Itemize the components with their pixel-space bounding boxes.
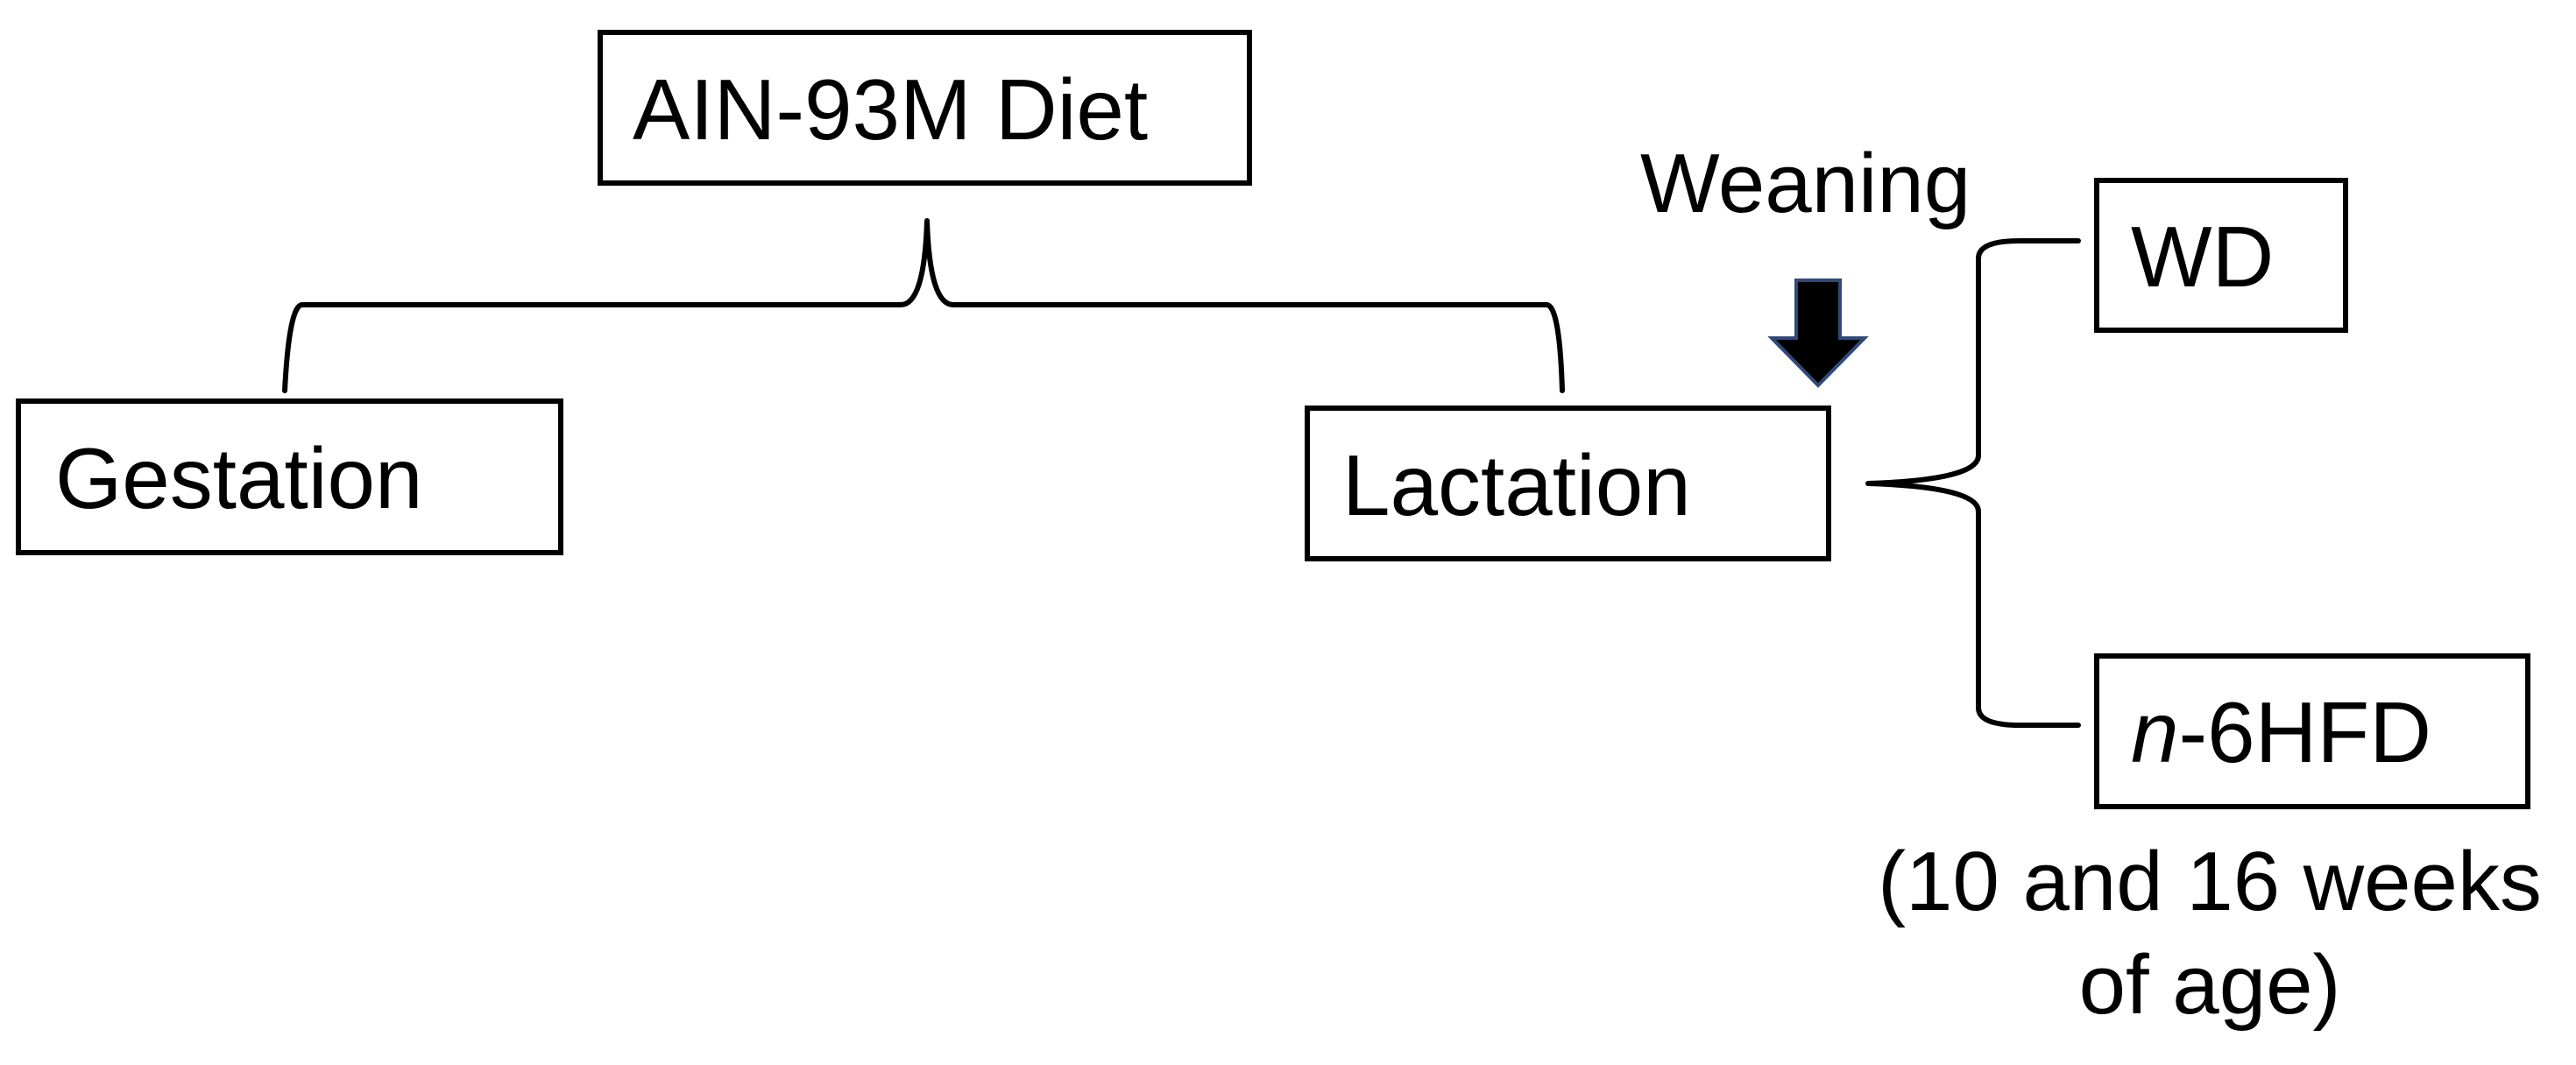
wd-diet-label: WD [2131,208,2275,305]
root-diet-label: AIN-93M Diet [633,61,1149,158]
n6hfd-italic-prefix: n [2131,684,2179,780]
n6hfd-diet-label: n-6HFD [2131,689,2431,775]
diet-brace [1865,238,2081,728]
lactation-label: Lactation [1342,437,1691,533]
weaning-arrow-icon [1767,279,1869,388]
age-note: (10 and 16 weeks of age) [1861,830,2558,1037]
age-note-line-1: (10 and 16 weeks [1878,835,2542,928]
wd-diet-box [2094,178,2348,333]
weaning-label: Weaning [1640,137,1971,230]
gestation-label: Gestation [55,430,423,526]
lactation-box [1305,406,1831,561]
root-brace [282,218,1565,393]
gestation-box [16,398,563,555]
root-diet-box [598,30,1252,186]
age-note-line-2: of age) [2078,938,2341,1032]
n6hfd-suffix: -6HFD [2178,684,2432,780]
n6hfd-diet-box [2094,653,2530,809]
